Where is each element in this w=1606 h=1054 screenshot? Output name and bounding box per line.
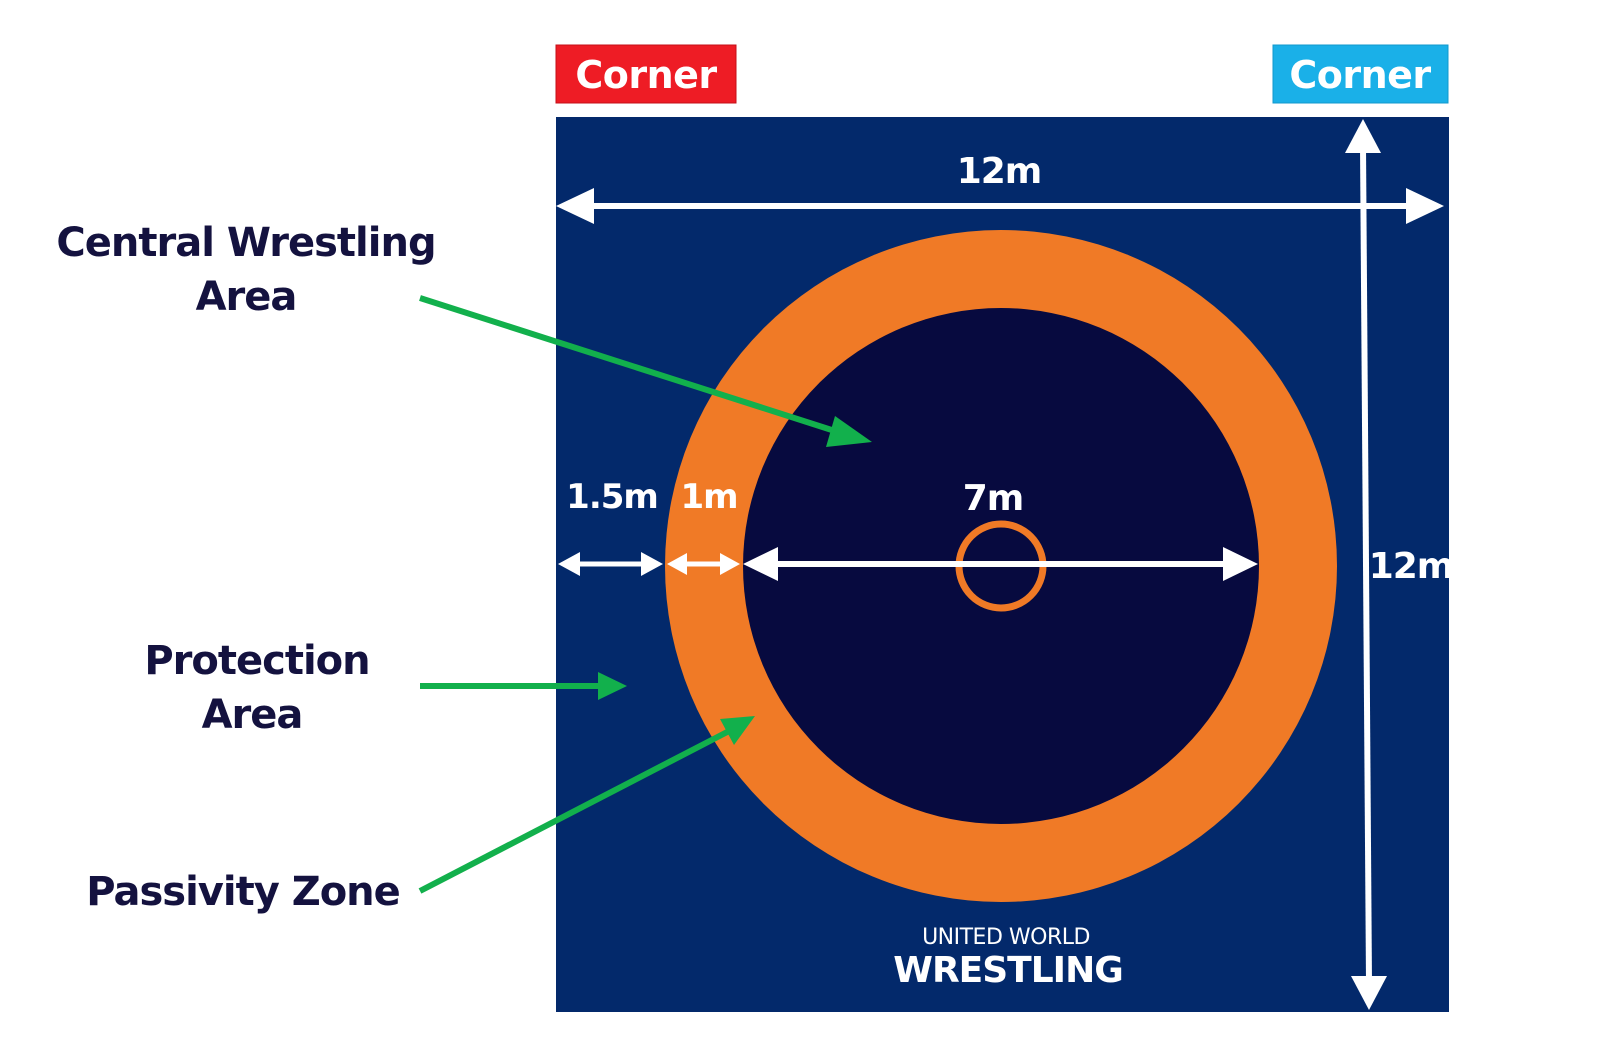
label-central-line1: Central Wrestling <box>56 220 435 266</box>
arrowhead-right <box>1406 188 1444 224</box>
corner-right-badge <box>1272 44 1449 104</box>
width-dimension-arrow <box>556 188 1444 224</box>
pointer-central-head <box>826 416 872 447</box>
arrowhead-top <box>1345 119 1381 153</box>
pointer-central-area <box>419 295 872 447</box>
height-dimension-label: 12m <box>1369 546 1454 587</box>
passivity-dimension-label: 1m <box>680 477 737 517</box>
pointer-passivity-head <box>720 716 755 745</box>
arrowhead-bottom <box>1351 976 1387 1010</box>
corner-right-label: Corner <box>1289 53 1431 97</box>
passivity-dimension-arrow <box>667 553 740 575</box>
corner-right: Corner <box>1272 44 1449 104</box>
uww-logo-line1: UNITED WORLD <box>922 925 1090 950</box>
width-dimension-label: 12m <box>957 151 1042 192</box>
protection-dimension-label: 1.5m <box>566 477 658 517</box>
corner-left-badge <box>555 44 737 104</box>
protection-dimension-arrow <box>558 552 663 576</box>
pointer-protection-area <box>420 672 627 700</box>
central-dimension-arrow <box>743 547 1258 581</box>
corner-left: Corner <box>555 44 737 104</box>
uww-logo-line2: WRESTLING <box>893 950 1123 991</box>
arrowhead-left <box>556 188 594 224</box>
uww-logo: UNITED WORLD WRESTLING <box>893 925 1124 991</box>
label-central-line2: Area <box>196 274 297 320</box>
corner-left-label: Corner <box>575 53 717 97</box>
pointer-protection-head <box>598 672 627 700</box>
height-dimension-arrow <box>1345 119 1387 1010</box>
label-passivity-zone: Passivity Zone <box>86 869 400 915</box>
label-protection-line2: Area <box>202 692 303 738</box>
central-dimension-label: 7m <box>963 478 1024 519</box>
label-protection-line1: Protection <box>144 638 369 684</box>
pointer-passivity-zone <box>418 716 755 894</box>
